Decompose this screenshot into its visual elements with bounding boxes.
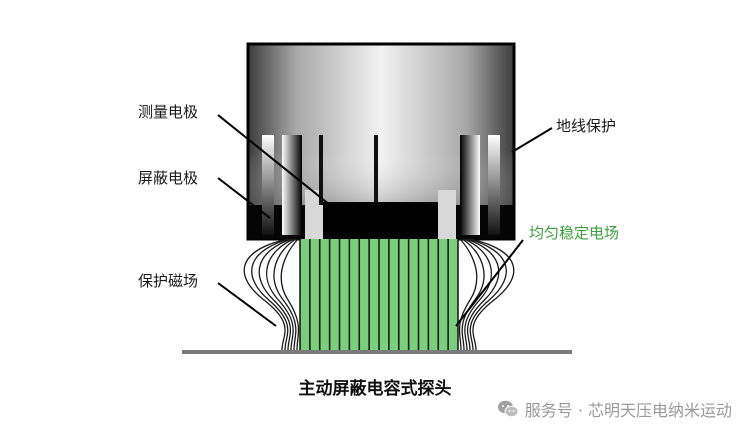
probe-body [246,42,516,241]
measuring-electrode [323,202,438,239]
label-ground-guard: 地线保护 [556,117,617,135]
protective-field-line [243,238,289,351]
watermark-text: 服务号 · 芯明天压电纳米运动 [524,401,732,420]
leader-protective [217,282,277,327]
watermark: 服务号 · 芯明天压电纳米运动 [497,397,732,421]
protective-field-line [458,238,478,351]
protective-field-line [465,238,500,351]
protective-field-lines-left [243,238,300,351]
leader-shield [217,177,271,219]
label-shield-electrode: 屏蔽电极 [138,169,199,187]
leader-uniform [455,239,524,327]
label-uniform-field: 均匀稳定电场 [529,224,620,242]
label-protective-field: 保护磁场 [138,272,199,290]
protective-field-line [258,238,293,351]
protective-field-line [469,238,515,351]
figure-caption: 主动屏蔽电容式探头 [298,379,452,399]
uniform-field-lines [299,239,459,350]
protective-field-line [251,238,291,351]
leader-measuring [217,114,331,206]
protective-field-line [280,238,300,351]
label-measuring-electrode: 测量电极 [138,103,199,121]
leader-ground [511,127,553,153]
protective-field-lines-right [458,238,515,351]
protective-field-line [266,238,295,351]
leader-lines [217,114,553,327]
protective-field-line [463,238,492,351]
protective-field-line [461,238,485,351]
protective-field-line [273,238,297,351]
wechat-icon [497,400,519,418]
protective-field-line [467,238,507,351]
